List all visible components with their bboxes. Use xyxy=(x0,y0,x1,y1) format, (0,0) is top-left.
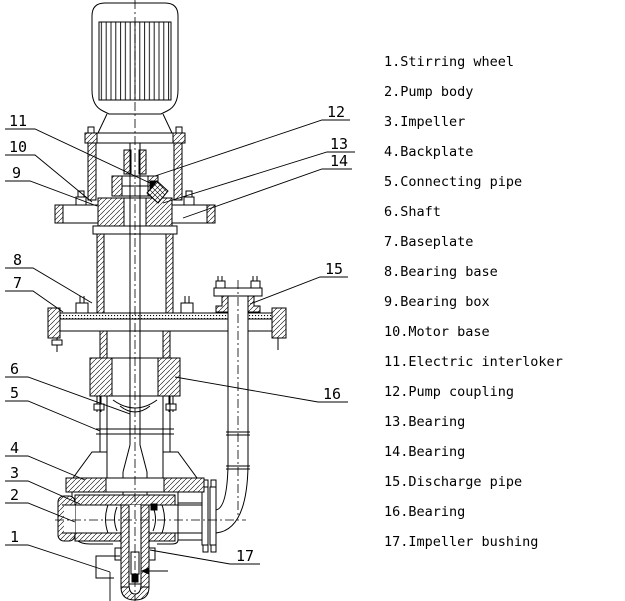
legend-item: 8.Bearing base xyxy=(384,257,624,287)
callout-1: 1 xyxy=(10,528,19,546)
flow-arrow-icon xyxy=(140,567,150,575)
legend-item: 14.Bearing xyxy=(384,437,624,467)
callout-15: 15 xyxy=(325,260,343,278)
callout-17: 17 xyxy=(236,547,254,565)
impeller xyxy=(114,506,118,532)
legend-item-label: Baseplate xyxy=(400,234,474,250)
callout-13: 13 xyxy=(330,135,348,153)
callout-3: 3 xyxy=(10,464,19,482)
electric-interlocker xyxy=(146,180,169,204)
legend-item-number: 1. xyxy=(384,54,401,70)
callout-labels: 1 2 3 4 5 6 7 8 9 10 11 12 13 14 15 16 1… xyxy=(9,103,348,565)
legend-item: 3.Impeller xyxy=(384,107,624,137)
legend-item-number: 12. xyxy=(384,384,409,400)
legend-item-number: 6. xyxy=(384,204,401,220)
legend-item: 11.Electric interloker xyxy=(384,347,624,377)
legend-item-label: Bearing xyxy=(408,444,466,460)
legend-item-number: 5. xyxy=(384,174,401,190)
callout-16: 16 xyxy=(323,385,341,403)
callout-10: 10 xyxy=(9,138,27,156)
legend-item-label: Stirring wheel xyxy=(400,54,515,70)
callout-5: 5 xyxy=(10,384,19,402)
backplate xyxy=(65,451,205,493)
callout-11: 11 xyxy=(9,112,27,130)
legend-item-number: 11. xyxy=(384,354,409,370)
lower-bearing-housing xyxy=(89,357,181,412)
legend-item-number: 3. xyxy=(384,114,401,130)
callout-4: 4 xyxy=(10,439,19,457)
legend-item-label: Connecting pipe xyxy=(400,174,523,190)
legend-item: 2.Pump body xyxy=(384,77,624,107)
legend-item-number: 9. xyxy=(384,294,401,310)
legend-item-label: Bearing xyxy=(408,504,466,520)
legend-item: 17.Impeller bushing xyxy=(384,527,624,557)
legend-item-label: Bearing xyxy=(408,414,466,430)
callout-14: 14 xyxy=(330,152,348,170)
legend-item: 12.Pump coupling xyxy=(384,377,624,407)
legend-item-number: 14. xyxy=(384,444,409,460)
stirring-wheel-assembly xyxy=(95,504,168,601)
callout-6: 6 xyxy=(10,360,19,378)
legend-item-label: Impeller xyxy=(400,114,466,130)
parts-legend: 1.Stirring wheel 2.Pump body 3. Impeller … xyxy=(384,47,624,557)
legend-item-label: Bearing box xyxy=(400,294,490,310)
legend-item-number: 16. xyxy=(384,504,409,520)
legend-item: 1.Stirring wheel xyxy=(384,47,624,77)
legend-item-number: 15. xyxy=(384,474,409,490)
legend-item-label: Electric interloker xyxy=(408,354,563,370)
legend-item-label: Bearing base xyxy=(400,264,498,280)
legend-item-label: Backplate xyxy=(400,144,474,160)
callout-12: 12 xyxy=(327,103,345,121)
legend-item: 6.Shaft xyxy=(384,197,624,227)
legend-item-number: 10. xyxy=(384,324,409,340)
legend-item: 5.Connecting pipe xyxy=(384,167,624,197)
legend-item-number: 13. xyxy=(384,414,409,430)
legend-item-number: 2. xyxy=(384,84,401,100)
legend-item-label: Motor base xyxy=(408,324,490,340)
legend-item-label: Shaft xyxy=(400,204,441,220)
legend-item: 9.Bearing box xyxy=(384,287,624,317)
legend-item-number: 8. xyxy=(384,264,401,280)
legend-item: 15.Discharge pipe xyxy=(384,467,624,497)
legend-item-label: Pump coupling xyxy=(408,384,515,400)
baseplate xyxy=(47,296,287,352)
legend-item: 7.Baseplate xyxy=(384,227,624,257)
callout-2: 2 xyxy=(10,486,19,504)
callout-7: 7 xyxy=(13,274,22,292)
legend-item: 10.Motor base xyxy=(384,317,624,347)
legend-item-number: 4. xyxy=(384,144,401,160)
legend-item: 4.Backplate xyxy=(384,137,624,167)
legend-item-label: Pump body xyxy=(400,84,474,100)
callout-9: 9 xyxy=(12,164,21,182)
centerlines xyxy=(55,0,246,601)
legend-item: 16.Bearing xyxy=(384,497,624,527)
leader-lines xyxy=(5,119,355,601)
legend-item-number: 17. xyxy=(384,534,409,550)
legend-item: 13.Bearing xyxy=(384,407,624,437)
callout-8: 8 xyxy=(13,251,22,269)
legend-item-label: Impeller bushing xyxy=(408,534,539,550)
legend-item-label: Discharge pipe xyxy=(408,474,523,490)
legend-item-number: 7. xyxy=(384,234,401,250)
